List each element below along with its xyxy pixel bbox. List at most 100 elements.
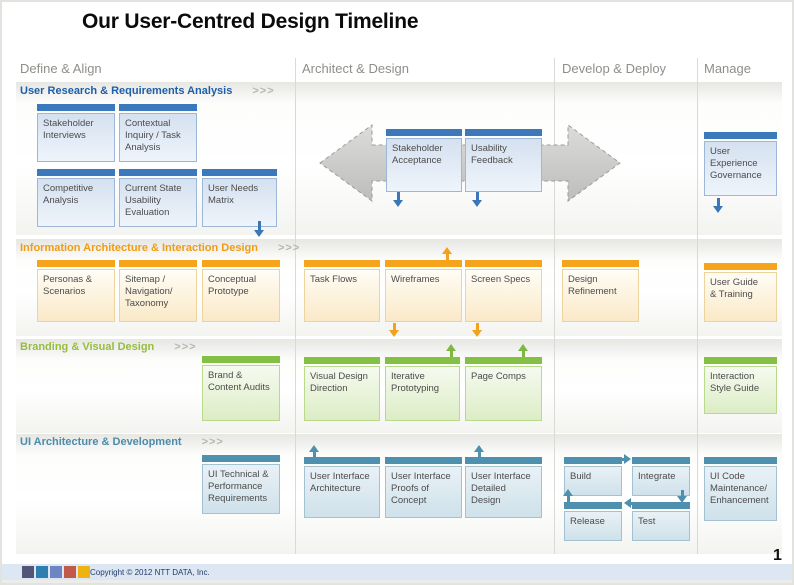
lane-title-text: Information Architecture & Interaction D… <box>20 242 258 254</box>
column-header-develop-deploy: Develop & Deploy <box>562 61 667 76</box>
box-competitive-analysis: Competitive Analysis <box>37 169 115 227</box>
column-header-architect-design: Architect & Design <box>302 61 409 76</box>
brand-square-icon <box>78 566 90 578</box>
column-header-manage: Manage <box>704 61 751 76</box>
box-ux-governance: User Experience Governance <box>704 132 777 196</box>
box-task-flows: Task Flows <box>304 260 380 322</box>
page-title: Our User-Centred Design Timeline <box>82 10 419 33</box>
box-integrate: Integrate <box>632 457 690 496</box>
box-label: User Interface Proofs of Concept <box>391 471 451 506</box>
box-label: User Needs Matrix <box>208 183 259 206</box>
box-ui-proofs-of-concept: User Interface Proofs of Concept <box>385 457 462 518</box>
box-sitemap-navigation: Sitemap / Navigation/ Taxonomy <box>119 260 197 322</box>
box-label: Screen Specs <box>471 274 531 285</box>
box-visual-design-direction: Visual Design Direction <box>304 357 380 421</box>
box-accent-bar <box>465 260 542 267</box>
chevrons-icon: >>> <box>252 85 275 97</box>
box-label: User Guide & Training <box>710 277 759 300</box>
box-accent-bar <box>385 260 462 267</box>
box-label: Release <box>570 516 605 527</box>
box-user-guide-training: User Guide & Training <box>704 263 777 322</box>
arrow-left-icon <box>624 498 652 508</box>
box-accent-bar <box>564 502 622 509</box>
box-conceptual-prototype: Conceptual Prototype <box>202 260 280 322</box>
column-divider <box>295 58 296 554</box>
box-label: Conceptual Prototype <box>208 274 257 297</box>
box-label: UI Code Maintenance/ Enhancement <box>710 471 769 506</box>
box-accent-bar <box>704 132 777 139</box>
arrow-up-icon <box>474 445 484 457</box>
box-accent-bar <box>386 129 462 136</box>
box-usability-feedback: Usability Feedback <box>465 129 542 192</box>
box-accent-bar <box>704 457 777 464</box>
box-accent-bar <box>202 169 277 176</box>
box-label: Integrate <box>638 471 676 482</box>
box-label: Usability Feedback <box>471 143 513 166</box>
box-wireframes: Wireframes <box>385 260 462 322</box>
footer-strip <box>2 564 792 580</box>
box-accent-bar <box>385 357 460 364</box>
box-accent-bar <box>304 260 380 267</box>
box-accent-bar <box>704 263 777 270</box>
box-interaction-style-guide: Interaction Style Guide <box>704 357 777 414</box>
lane-title-information-architecture: Information Architecture & Interaction D… <box>20 242 300 254</box>
box-ui-architecture: User Interface Architecture <box>304 457 380 518</box>
arrow-down-icon <box>472 192 482 207</box>
box-accent-bar <box>37 104 115 111</box>
box-accent-bar <box>119 169 197 176</box>
lane-title-text: UI Architecture & Development <box>20 436 182 448</box>
box-current-state-usability: Current State Usability Evaluation <box>119 169 197 227</box>
page-number: 1 <box>773 547 782 564</box>
box-label: Build <box>570 471 592 482</box>
lane-title-text: Branding & Visual Design <box>20 341 155 353</box>
box-accent-bar <box>304 357 380 364</box>
chevrons-icon: >>> <box>174 341 197 353</box>
box-personas-scenarios: Personas & Scenarios <box>37 260 115 322</box>
box-label: Iterative Prototyping <box>391 371 440 394</box>
box-accent-bar <box>564 457 622 464</box>
box-stakeholder-interviews: Stakeholder Interviews <box>37 104 115 162</box>
box-accent-bar <box>119 104 197 111</box>
box-label: UI Technical & Performance Requirements <box>208 469 269 504</box>
brand-square-icon <box>64 566 76 578</box>
brand-square-icon <box>22 566 34 578</box>
box-label: Task Flows <box>310 274 357 285</box>
arrow-up-icon <box>309 445 319 457</box>
box-user-needs-matrix: User Needs Matrix <box>202 169 277 227</box>
column-header-define-align: Define & Align <box>20 61 102 76</box>
box-label: Competitive Analysis <box>43 183 94 206</box>
box-contextual-inquiry: Contextual Inquiry / Task Analysis <box>119 104 197 162</box>
box-accent-bar <box>304 457 380 464</box>
box-iterative-prototyping: Iterative Prototyping <box>385 357 460 421</box>
copyright-text: Copyright © 2012 NTT DATA, Inc. <box>90 568 210 577</box>
box-label: User Interface Detailed Design <box>471 471 531 506</box>
box-test: Test <box>632 502 690 541</box>
arrow-down-icon <box>389 323 399 337</box>
box-label: Personas & Scenarios <box>43 274 93 297</box>
box-ui-technical-requirements: UI Technical & Performance Requirements <box>202 455 280 514</box>
box-accent-bar <box>202 356 280 363</box>
column-divider <box>554 58 555 554</box>
box-label: Brand & Content Audits <box>208 370 270 393</box>
lane-title-ui-architecture: UI Architecture & Development>>> <box>20 436 224 448</box>
box-accent-bar <box>385 457 462 464</box>
box-label: Wireframes <box>391 274 440 285</box>
box-accent-bar <box>119 260 197 267</box>
arrow-up-icon <box>518 344 528 357</box>
box-label: Visual Design Direction <box>310 371 368 394</box>
arrow-down-icon <box>472 323 482 337</box>
box-accent-bar <box>37 169 115 176</box>
box-accent-bar <box>202 455 280 462</box>
box-label: User Experience Governance <box>710 146 762 181</box>
arrow-up-icon <box>442 247 452 260</box>
box-ui-detailed-design: User Interface Detailed Design <box>465 457 542 518</box>
arrow-down-icon <box>393 192 403 207</box>
arrow-down-icon <box>677 490 687 503</box>
box-accent-bar <box>202 260 280 267</box>
box-ui-code-maintenance: UI Code Maintenance/ Enhancement <box>704 457 777 521</box>
box-accent-bar <box>465 129 542 136</box>
lane-title-user-research: User Research & Requirements Analysis>>> <box>20 85 275 97</box>
box-accent-bar <box>465 357 542 364</box>
box-label: Current State Usability Evaluation <box>125 183 182 218</box>
